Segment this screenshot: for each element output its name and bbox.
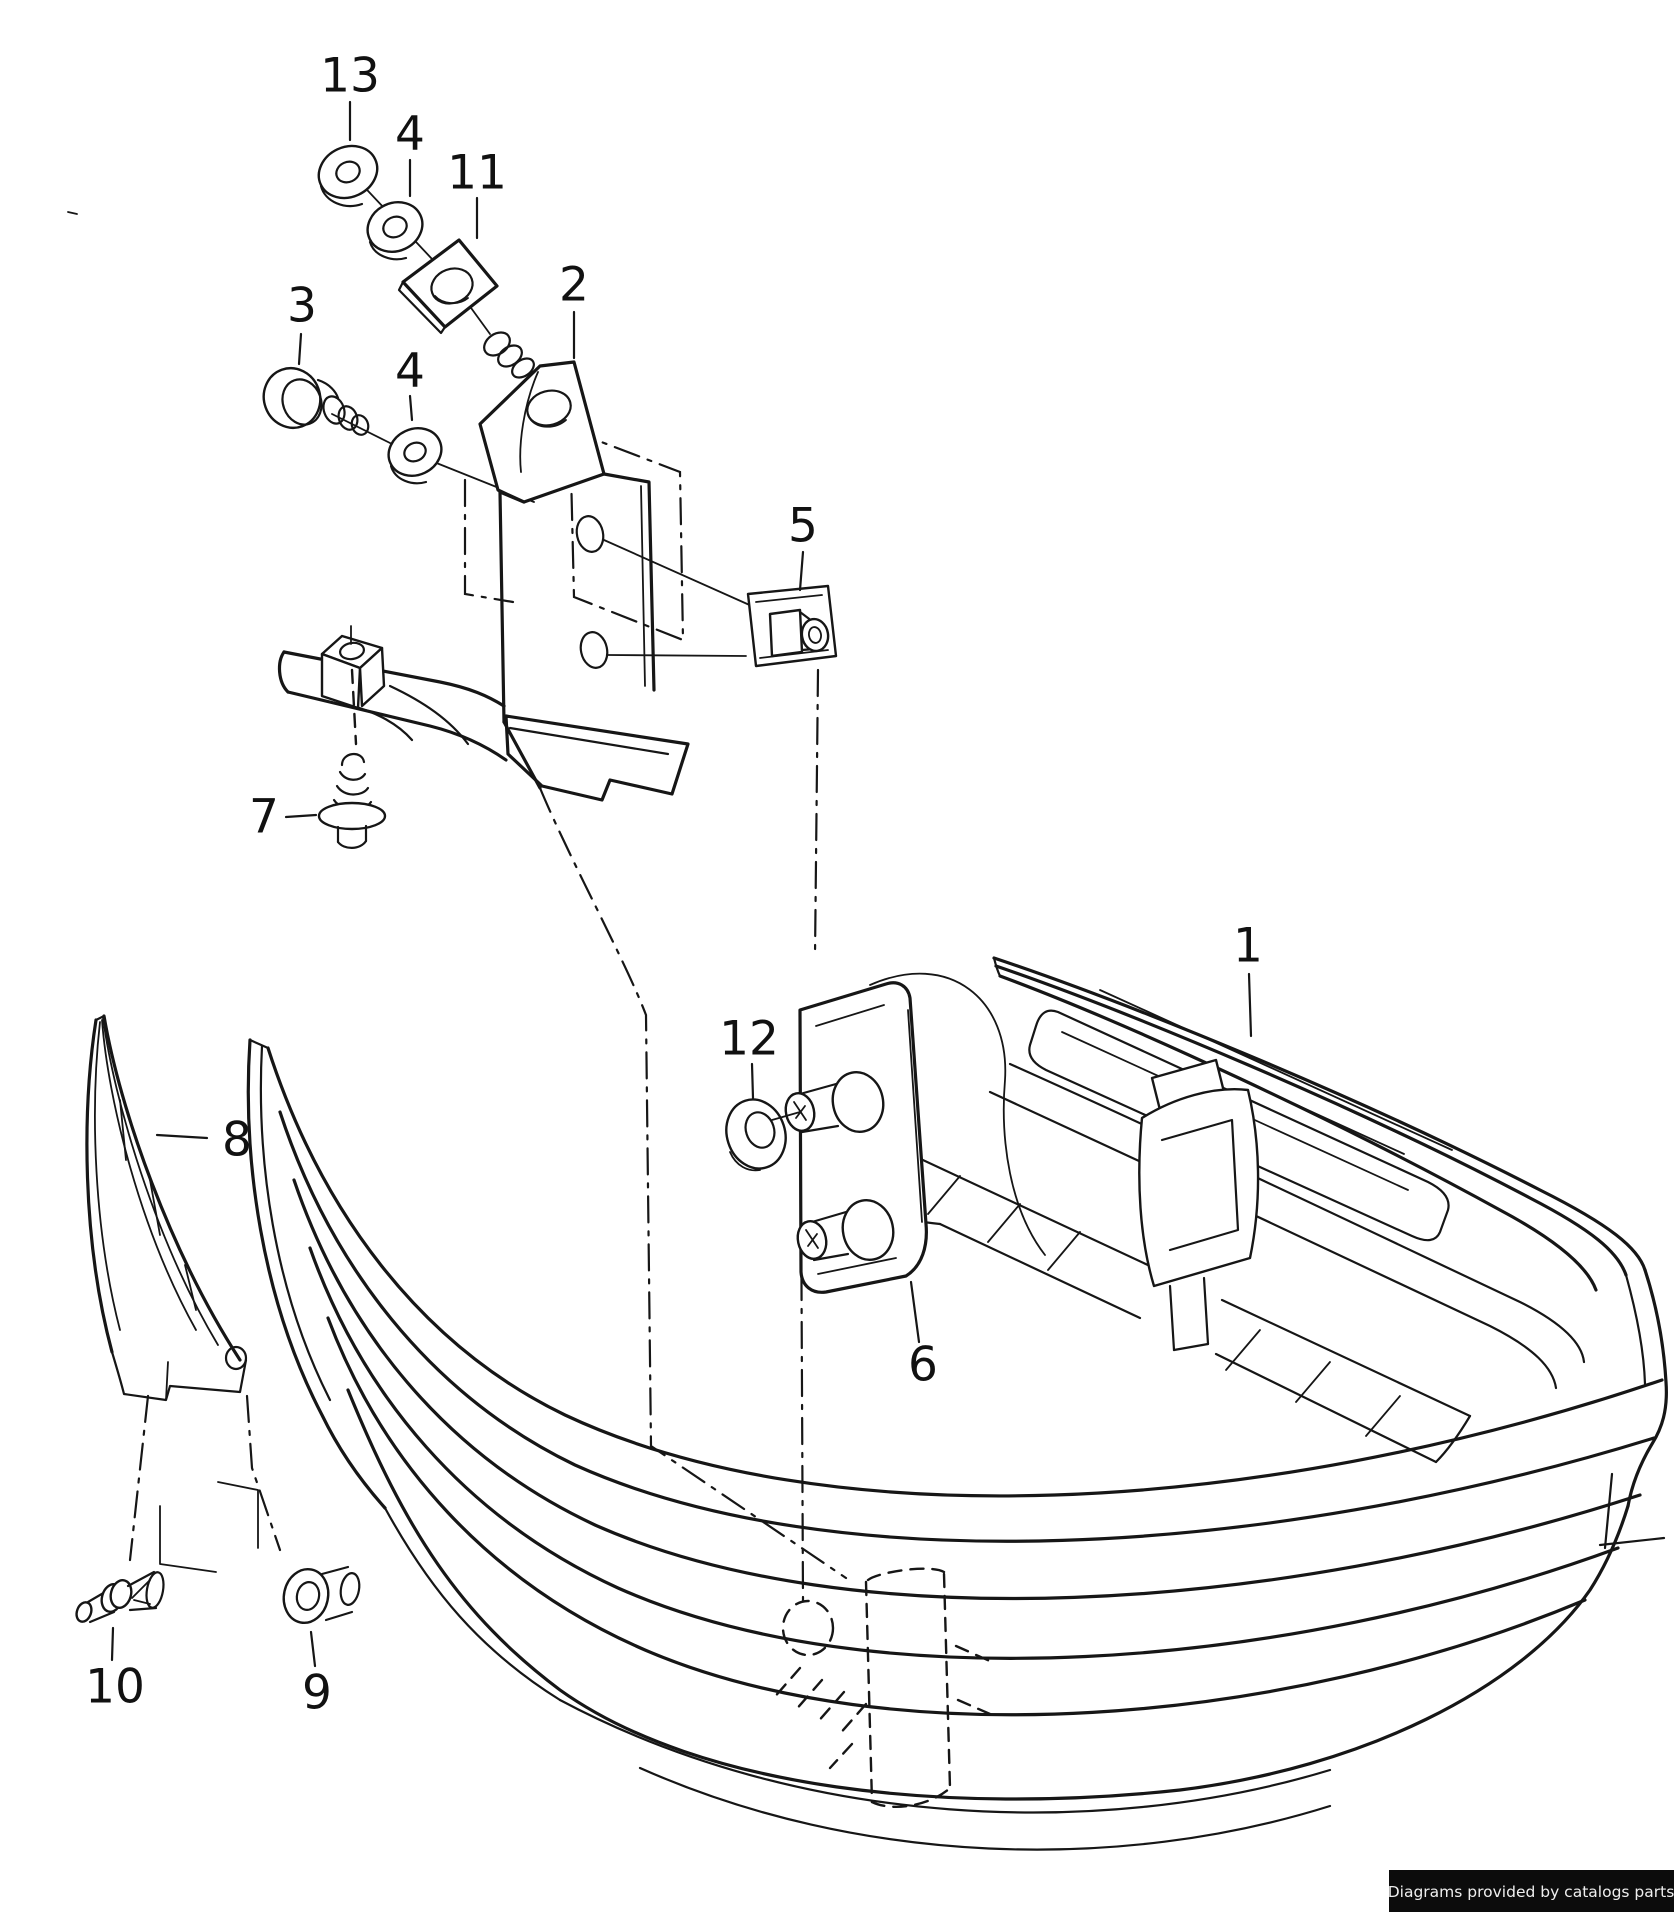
- part-4-washer-lower-drawing: [387, 427, 443, 485]
- callout-8[interactable]: 8: [222, 1113, 252, 1168]
- callout-11[interactable]: 11: [447, 146, 507, 201]
- callout-10[interactable]: 10: [85, 1660, 145, 1715]
- hidden-fixing-dashed: [770, 1567, 994, 1808]
- callout-4[interactable]: 4: [395, 107, 425, 162]
- callout-leader-lines: [110, 100, 1253, 1668]
- callout-4-b[interactable]: 4: [395, 344, 425, 399]
- part-11-retainer-plate-drawing: [397, 238, 499, 335]
- part-1-bumper-drawing: [246, 956, 1668, 1851]
- callout-2[interactable]: 2: [559, 258, 589, 313]
- shelf-hatching: [927, 1175, 1401, 1437]
- part-4-washer-upper-drawing: [366, 201, 424, 261]
- callout-9[interactable]: 9: [302, 1666, 332, 1721]
- callout-6[interactable]: 6: [908, 1338, 938, 1393]
- part-10-expanding-rivet-drawing: [75, 1570, 165, 1624]
- footer-credit-background: [1389, 1870, 1674, 1912]
- screw-coil-drawing: [483, 331, 535, 379]
- callout-12[interactable]: 12: [719, 1012, 779, 1067]
- footer-credit-text: Diagrams provided by catalogs parts: [1388, 1883, 1674, 1901]
- part-6-impact-plate-drawing: [784, 981, 928, 1294]
- part-5-clip-drawing: [746, 584, 838, 668]
- callout-7[interactable]: 7: [249, 790, 279, 845]
- callouts: 13 4 11 3 2 4 5 7 1 12 8 6 10 9: [85, 49, 1263, 1721]
- callout-1[interactable]: 1: [1233, 919, 1263, 974]
- part-12-grommet-drawing: [725, 1098, 801, 1172]
- cutaway-boundary: [869, 972, 1046, 1256]
- callout-5[interactable]: 5: [788, 499, 818, 554]
- callout-13[interactable]: 13: [320, 49, 380, 104]
- part-9-grommet-nut-drawing: [282, 1565, 361, 1625]
- part-13-nut-drawing: [317, 144, 379, 208]
- print-speck: [67, 211, 78, 215]
- part-8-trim-strip-drawing: [85, 1014, 282, 1573]
- callout-3[interactable]: 3: [287, 279, 317, 334]
- part-7-screw-drawing: [317, 753, 387, 849]
- bumper-bracket-pocket: [1138, 1058, 1260, 1352]
- part-3-bolt-drawing: [262, 367, 370, 436]
- part-2-bracket-drawing: [277, 360, 690, 802]
- footer-credit-bar: Diagrams provided by catalogs parts: [1388, 1870, 1674, 1912]
